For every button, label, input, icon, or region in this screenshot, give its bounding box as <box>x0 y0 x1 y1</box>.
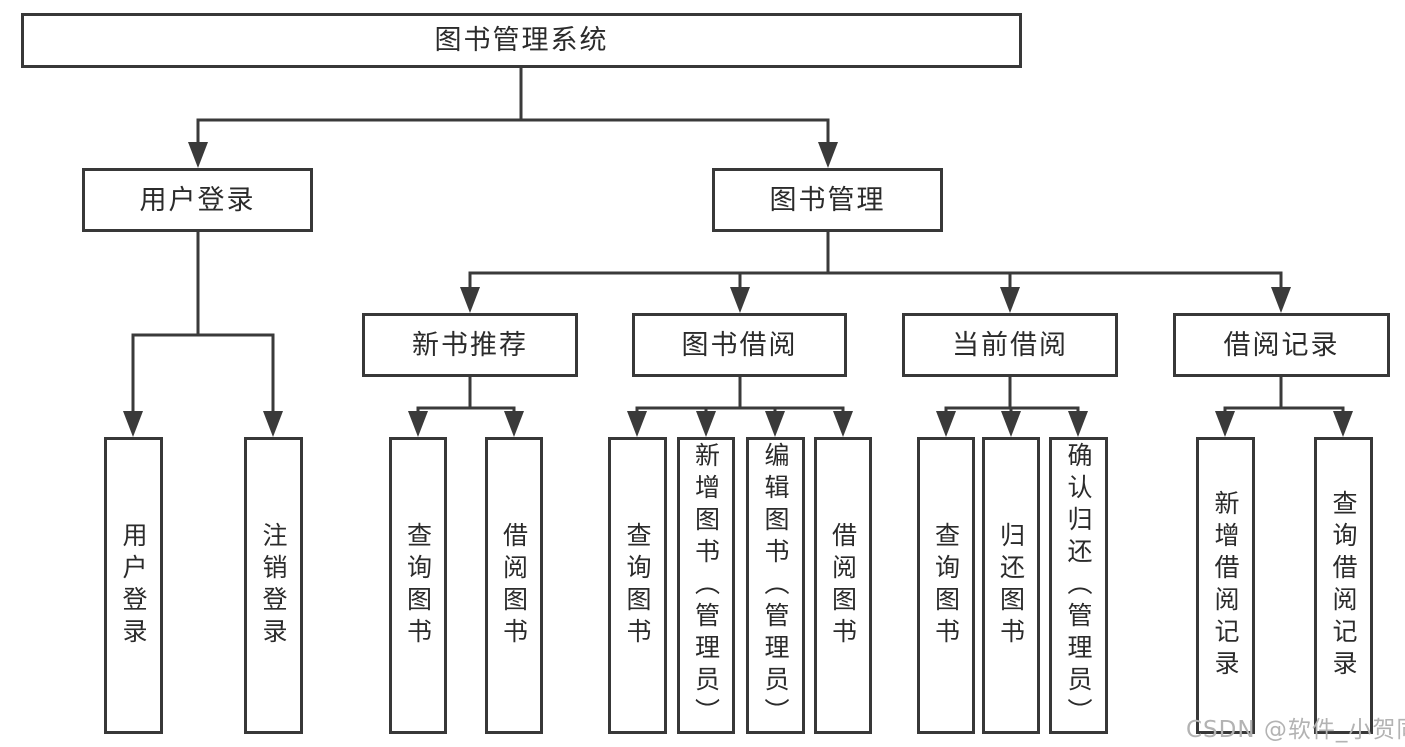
leaf-borrow-borrow-books: 借阅图书 <box>814 437 872 734</box>
leaf-records-add-borrow-record-label: 新增借阅记录 <box>1211 489 1240 682</box>
node-book-management: 图书管理 <box>712 168 943 232</box>
leaf-borrow-edit-books-admin-label: 编辑图书（管理员） <box>761 441 790 730</box>
node-current-borrow: 当前借阅 <box>902 313 1118 377</box>
leaf-borrow-add-books-admin: 新增图书（管理员） <box>677 437 735 734</box>
leaf-newbook-borrow-books: 借阅图书 <box>485 437 543 734</box>
node-new-book-recommend: 新书推荐 <box>362 313 578 377</box>
leaf-logout-login-label: 注销登录 <box>259 521 288 650</box>
leaf-newbook-query-books-label: 查询图书 <box>403 521 433 650</box>
node-current-borrow-label: 当前借阅 <box>952 329 1068 361</box>
connector-book-borrow-branch <box>627 377 853 437</box>
connector-book-management-branch <box>460 232 1291 313</box>
leaf-borrow-add-books-admin-label: 新增图书（管理员） <box>691 441 721 730</box>
node-borrow-records-label: 借阅记录 <box>1223 329 1340 361</box>
node-book-borrow: 图书借阅 <box>632 313 847 377</box>
leaf-borrow-query-books-label: 查询图书 <box>623 521 652 650</box>
leaf-newbook-borrow-books-label: 借阅图书 <box>499 521 529 650</box>
leaf-newbook-query-books: 查询图书 <box>389 437 447 734</box>
leaf-borrow-borrow-books-label: 借阅图书 <box>828 521 858 650</box>
connector-borrow-records-branch <box>1215 377 1353 437</box>
node-root-label: 图书管理系统 <box>434 25 609 56</box>
leaf-current-return-books-label: 归还图书 <box>996 521 1026 650</box>
leaf-records-add-borrow-record: 新增借阅记录 <box>1196 437 1255 734</box>
leaf-user-login: 用户登录 <box>104 437 163 734</box>
node-borrow-records: 借阅记录 <box>1173 313 1390 377</box>
node-new-book-recommend-label: 新书推荐 <box>412 329 528 361</box>
leaf-current-confirm-return-admin-label: 确认归还（管理员） <box>1064 441 1093 730</box>
connector-root-to-level2 <box>188 68 838 168</box>
leaf-borrow-query-books: 查询图书 <box>608 437 667 734</box>
leaf-current-return-books: 归还图书 <box>982 437 1040 734</box>
node-book-borrow-label: 图书借阅 <box>681 329 798 361</box>
leaf-records-query-borrow-record: 查询借阅记录 <box>1314 437 1373 734</box>
csdn-watermark: CSDN @软件_小贺同学 <box>1186 717 1405 743</box>
node-book-management-label: 图书管理 <box>769 184 886 216</box>
connector-new-book-branch <box>408 377 524 437</box>
connector-user-login-branch <box>123 232 283 437</box>
node-user-login: 用户登录 <box>82 168 313 232</box>
connector-current-borrow-branch <box>936 377 1088 437</box>
leaf-user-login-label: 用户登录 <box>119 521 148 650</box>
leaf-current-query-books-label: 查询图书 <box>931 521 961 650</box>
leaf-borrow-edit-books-admin: 编辑图书（管理员） <box>746 437 805 734</box>
leaf-logout-login: 注销登录 <box>244 437 303 734</box>
node-user-login-label: 用户登录 <box>139 184 256 216</box>
leaf-records-query-borrow-record-label: 查询借阅记录 <box>1329 489 1358 682</box>
node-root: 图书管理系统 <box>21 13 1022 68</box>
leaf-current-query-books: 查询图书 <box>917 437 975 734</box>
leaf-current-confirm-return-admin: 确认归还（管理员） <box>1049 437 1108 734</box>
